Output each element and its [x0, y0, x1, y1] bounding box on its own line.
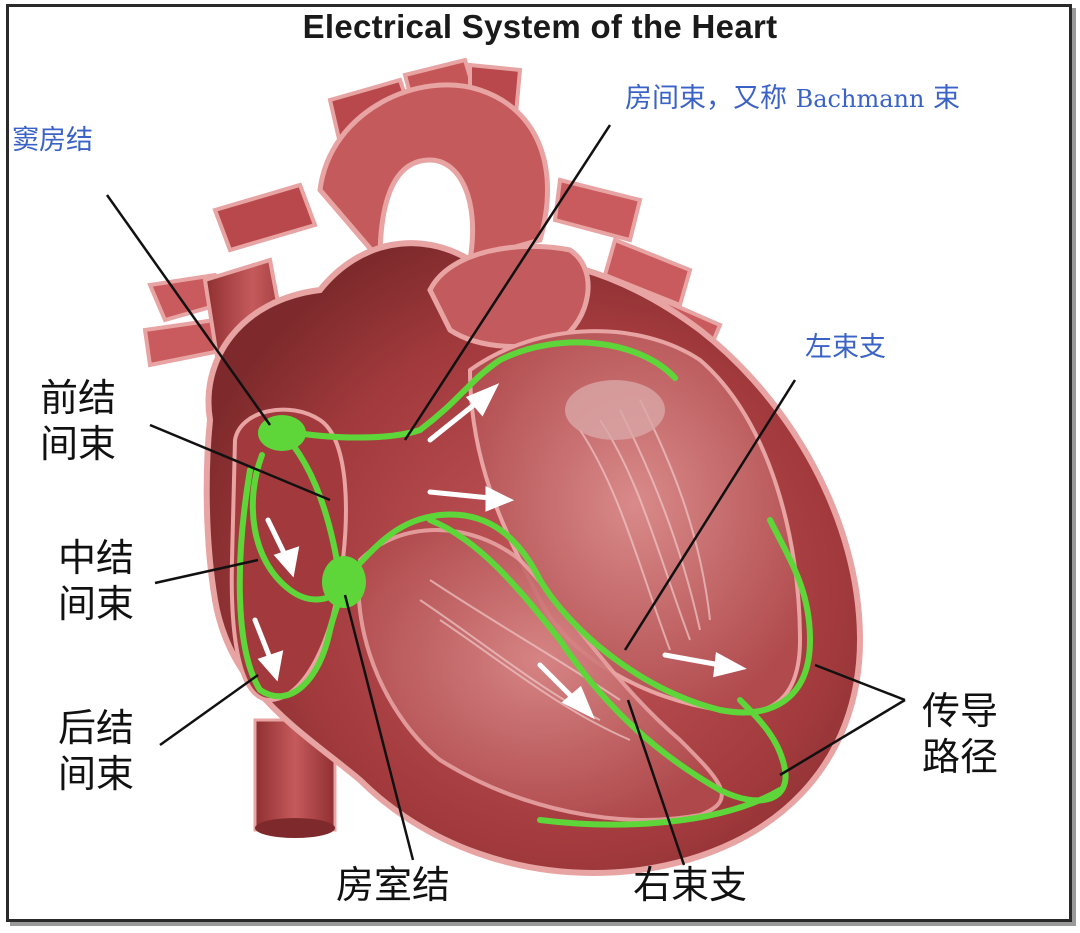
- posterior-line2: 间束: [58, 752, 135, 796]
- posterior-line1: 后结: [58, 706, 135, 750]
- anterior-internodal-label: 前结 间束: [40, 375, 116, 467]
- av-node-label: 房室结: [336, 863, 451, 907]
- bachmann-suffix: 束: [924, 83, 961, 114]
- av-node: [322, 556, 366, 608]
- diagram-title: Electrical System of the Heart: [302, 8, 778, 45]
- conduction-pathway-label: 传导 路径: [922, 688, 998, 780]
- flow-arrows: [252, 383, 747, 720]
- bachmann-latin: Bachmann: [795, 85, 925, 113]
- pathway-line1: 传导: [922, 689, 999, 733]
- left-bundle-label: 左束支: [805, 332, 886, 363]
- left-atrium: [427, 243, 591, 349]
- bachmann-bundle-label: 房间束，又称 Bachmann 束: [625, 76, 960, 115]
- middle-line1: 中结: [58, 536, 135, 580]
- middle-internodal-label: 中结 间束: [58, 535, 134, 627]
- middle-line2: 间束: [58, 582, 135, 626]
- sa-node-label: 窦房结: [12, 125, 93, 156]
- anterior-line2: 间束: [40, 422, 117, 466]
- bachmann-prefix: 房间束，又称: [625, 83, 796, 114]
- anterior-line1: 前结: [40, 376, 117, 420]
- right-ventricle: [356, 528, 724, 822]
- conduction-pathway: [236, 339, 814, 828]
- right-bundle-label: 右束支: [633, 863, 748, 907]
- leader-lines: [105, 124, 906, 866]
- posterior-internodal-label: 后结 间束: [58, 705, 134, 797]
- pathway-line2: 路径: [922, 735, 999, 779]
- sa-node: [258, 415, 306, 451]
